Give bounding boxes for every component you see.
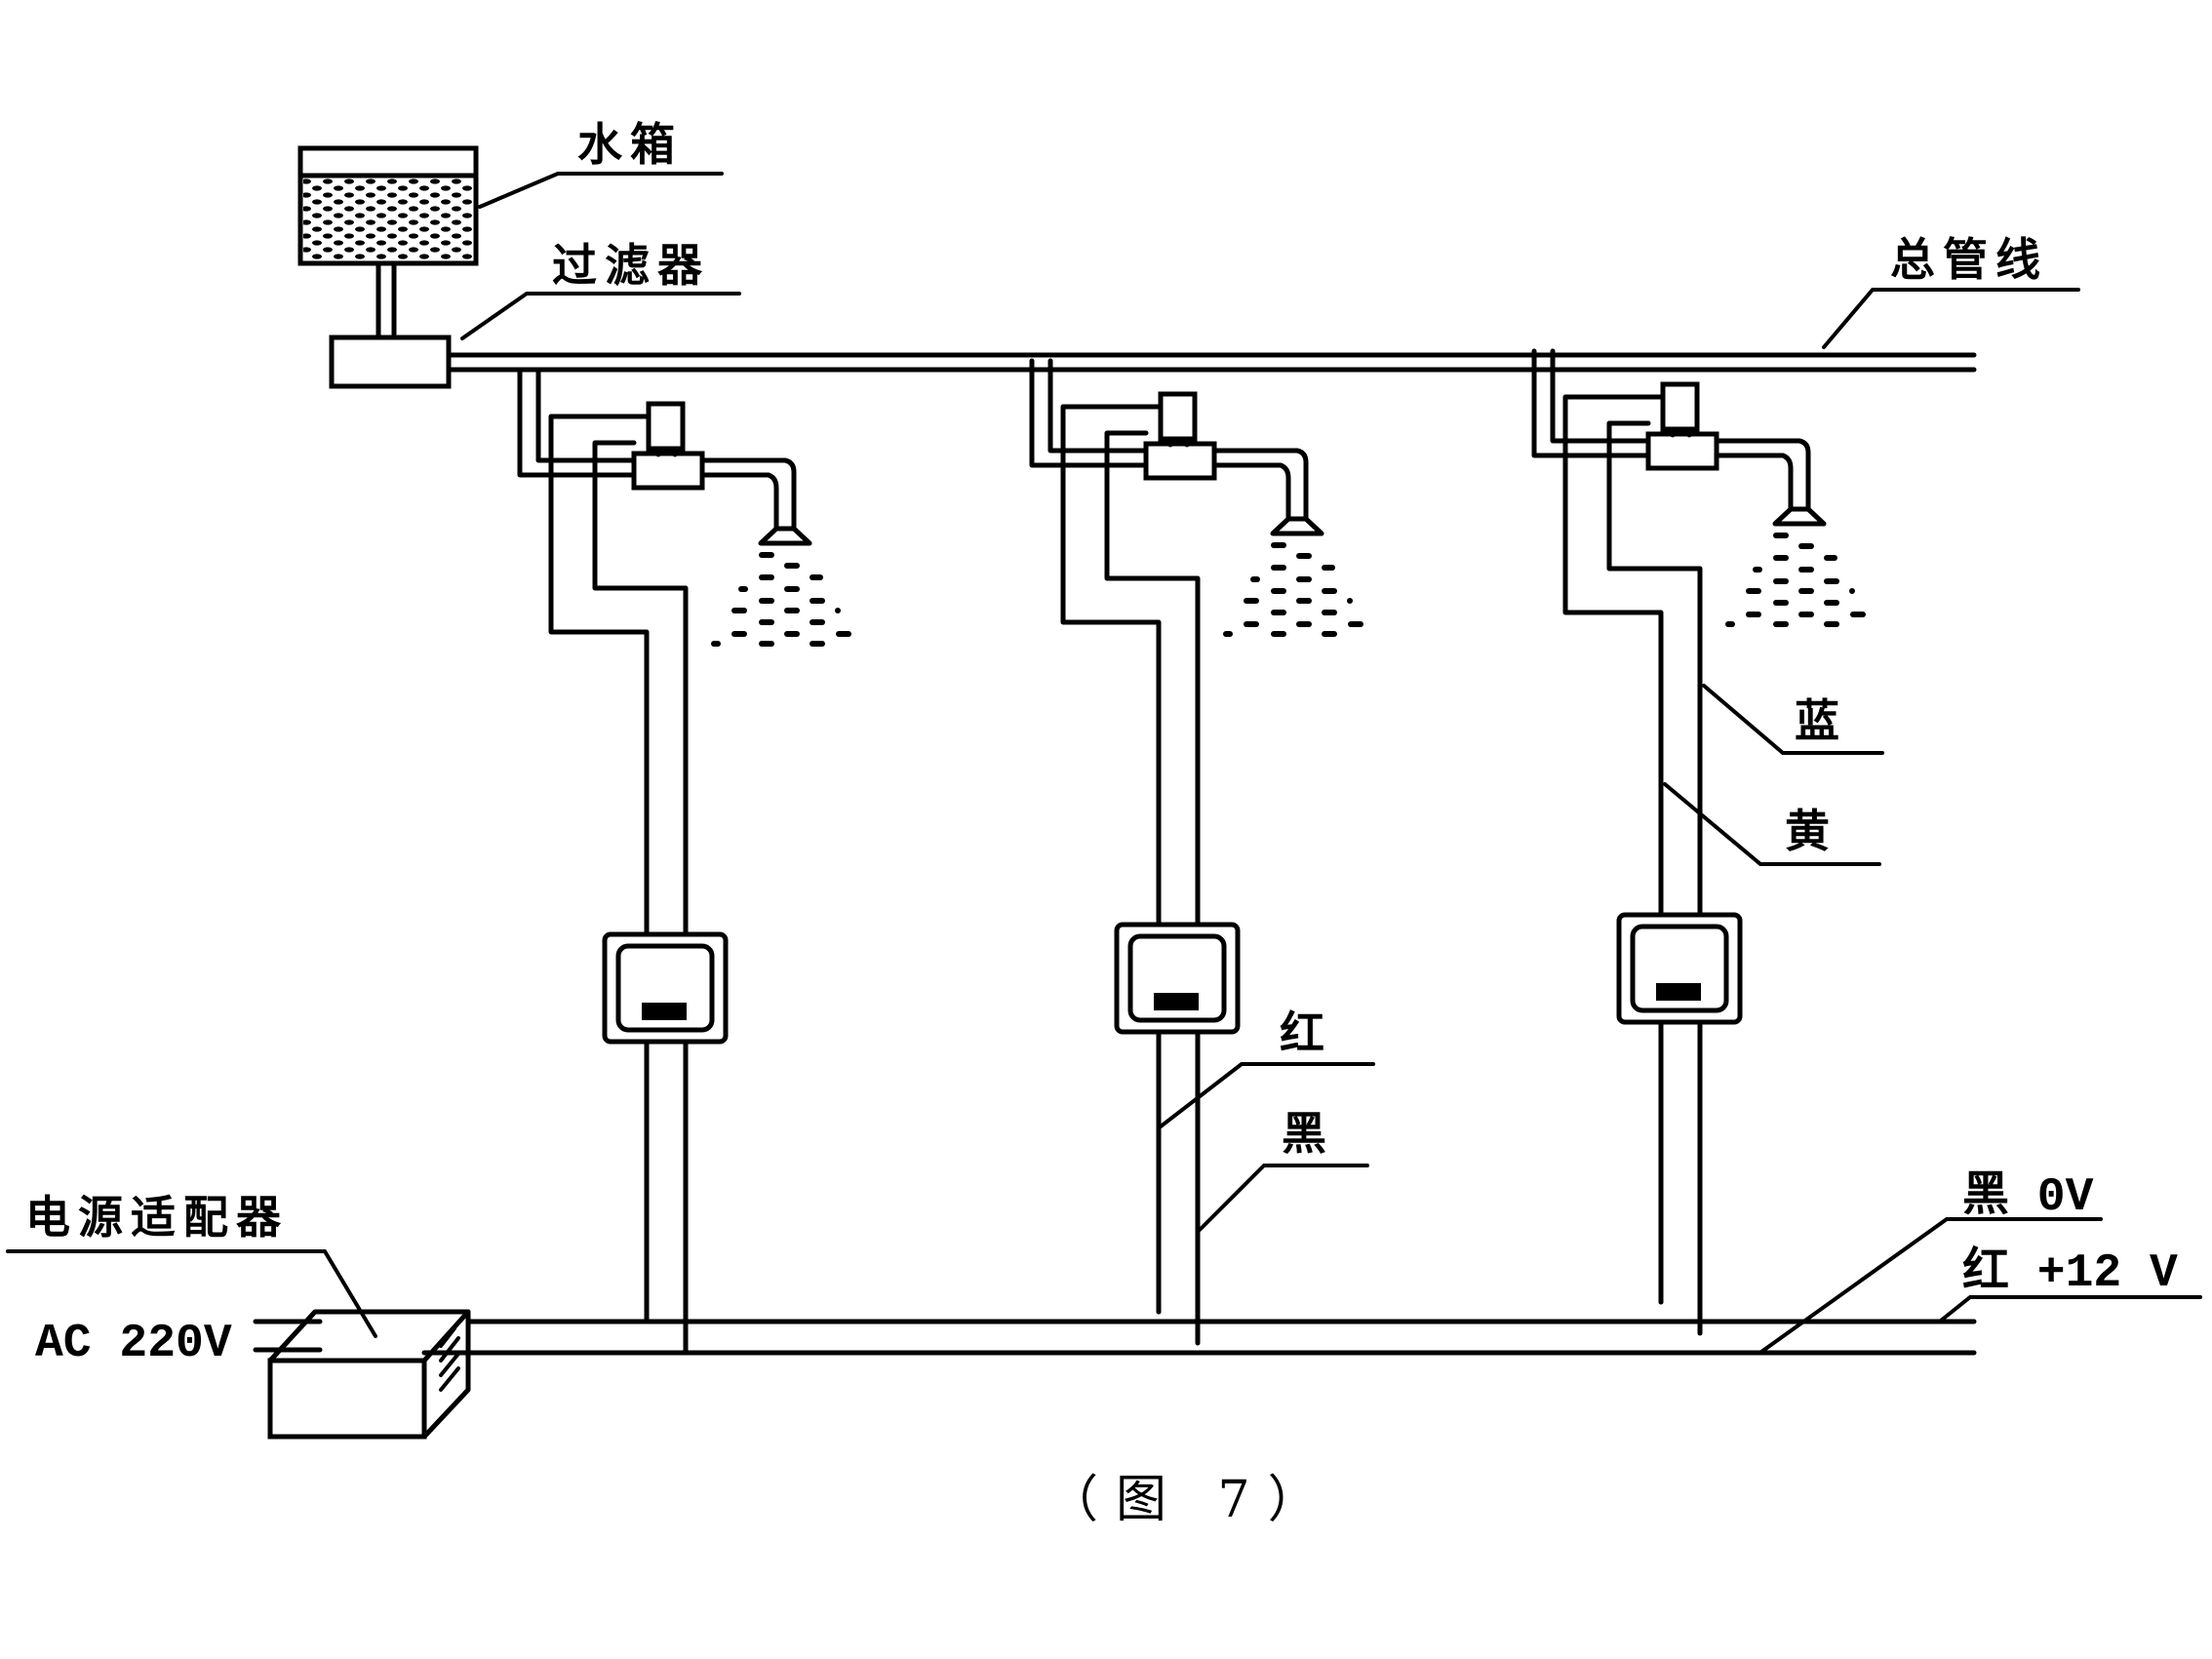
blue-wire-label: 蓝 (1795, 694, 1847, 747)
power-adapter (267, 1309, 471, 1440)
black-wire-leader (1198, 1164, 1369, 1232)
water-tank-leader (478, 172, 724, 209)
filter-leader (460, 292, 741, 340)
ac-input-lines (253, 1319, 323, 1353)
bus-red-leader (1939, 1295, 2202, 1323)
branch-2 (1032, 361, 1363, 1343)
main-pipe-label: 总管线 (1890, 233, 2048, 286)
bus-red-label: 红 +12 V (1962, 1244, 2178, 1300)
main-pipe (446, 352, 1977, 373)
filter-label: 过滤器 (552, 239, 710, 292)
yellow-wire-leader (1663, 782, 1881, 866)
black-wire-label: 黑 (1282, 1107, 1334, 1160)
figure-caption: （图 7） (1047, 1471, 1336, 1529)
bus-black-leader (1759, 1217, 2103, 1354)
red-wire-leader (1159, 1062, 1375, 1128)
water-tank (297, 145, 479, 340)
bus-black-label: 黑 0V (1962, 1170, 2094, 1224)
water-tank-label: 水箱 (577, 118, 683, 171)
power-bus (421, 1319, 1977, 1356)
power-adapter-leader (6, 1249, 377, 1338)
main-pipe-leader (1822, 288, 2080, 349)
blue-wire-leader (1702, 684, 1884, 755)
red-wire-label: 红 (1280, 1007, 1332, 1059)
power-adapter-label: 电源适配器 (25, 1191, 289, 1244)
filter (329, 335, 452, 389)
yellow-wire-label: 黄 (1785, 805, 1837, 857)
ac-input-label: AC 220V (35, 1318, 232, 1370)
branch-1 (520, 371, 851, 1353)
